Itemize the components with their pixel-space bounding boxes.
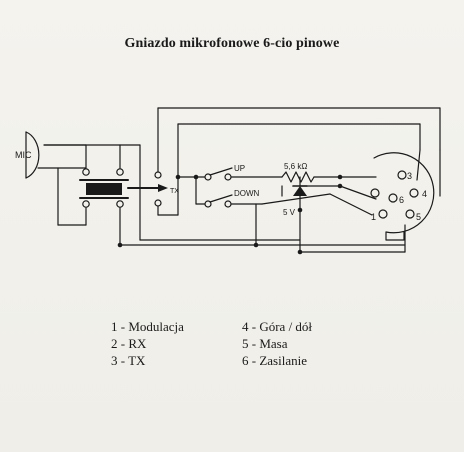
socket-pin-2 <box>370 188 380 198</box>
socket-wires <box>261 149 441 216</box>
down-contact-right <box>224 200 232 208</box>
ptt-arrow-head <box>158 184 168 192</box>
pin3-label: 3 <box>407 171 412 181</box>
pin6-label: 6 <box>399 195 404 205</box>
junction-dot <box>193 174 199 180</box>
tx-contact-bottom <box>154 199 162 207</box>
junction-dot <box>337 174 343 180</box>
legend-item: 3 - TX <box>111 353 146 368</box>
junction-dot <box>175 174 181 180</box>
diagram-title: Gniazdo mikrofonowe 6-cio pinowe <box>124 36 340 51</box>
pin1-label: 1 <box>371 212 376 222</box>
legend-item: 2 - RX <box>111 336 147 351</box>
up-down-switches: UP DOWN <box>177 164 283 246</box>
ptt-contact-l1 <box>82 168 90 176</box>
junction-dot <box>253 242 259 248</box>
pin5-label: 5 <box>416 212 421 222</box>
pin4-label: 4 <box>422 189 427 199</box>
socket-pin-6 <box>388 193 398 203</box>
legend-item: 1 - Modulacja <box>111 319 184 334</box>
six-pin-socket: 3 4 6 1 5 <box>370 152 435 241</box>
socket-pin-4 <box>409 188 419 198</box>
wire-ptt-to-pin <box>261 193 331 205</box>
ptt-contact-r2 <box>116 200 124 208</box>
zener-diode: 5 V <box>281 176 308 217</box>
socket-pin-3 <box>397 170 407 180</box>
mic-capsule-arc <box>25 131 40 179</box>
resistor: 5,6 kΩ <box>281 162 341 183</box>
diode-triangle <box>293 186 307 196</box>
tx-contacts <box>154 107 179 216</box>
up-contact-right <box>224 173 232 181</box>
socket-pin-5 <box>405 209 415 219</box>
junction-dot <box>297 249 303 255</box>
junction-dot <box>337 183 343 189</box>
up-lever <box>209 167 233 176</box>
ptt-body <box>86 183 122 195</box>
legend-item: 4 - Góra / dół <box>242 319 313 334</box>
ptt-contact-r1 <box>116 168 124 176</box>
down-label: DOWN <box>234 189 260 198</box>
ptt-contact-l2 <box>82 200 90 208</box>
wire-pin6-diag <box>339 185 377 200</box>
junction-dots <box>117 174 343 255</box>
ptt-switch-block: TX <box>79 144 179 246</box>
wire-top-to-pin4 <box>416 149 421 181</box>
socket-outline <box>373 152 435 241</box>
socket-pin-1 <box>378 209 388 219</box>
junction-dot <box>297 207 303 213</box>
junction-dot <box>117 242 123 248</box>
pin-legend-left: 1 - Modulacja 2 - RX 3 - TX <box>111 318 184 369</box>
resistor-label: 5,6 kΩ <box>284 162 307 171</box>
pin-legend-right: 4 - Góra / dół 5 - Masa 6 - Zasilanie <box>242 318 312 369</box>
wire-to-pin1 <box>329 193 373 216</box>
resistor-zigzag <box>281 171 315 183</box>
mic-label: MIC <box>15 150 32 160</box>
microphone-symbol: MIC <box>15 131 87 179</box>
tx-contact-top <box>154 171 162 179</box>
tx-label: TX <box>170 188 179 195</box>
up-label: UP <box>234 164 245 173</box>
legend-item: 6 - Zasilanie <box>242 353 307 368</box>
legend-item: 5 - Masa <box>242 336 288 351</box>
voltage-label: 5 V <box>283 208 296 217</box>
down-lever <box>209 194 233 203</box>
outer-wires <box>43 107 441 253</box>
